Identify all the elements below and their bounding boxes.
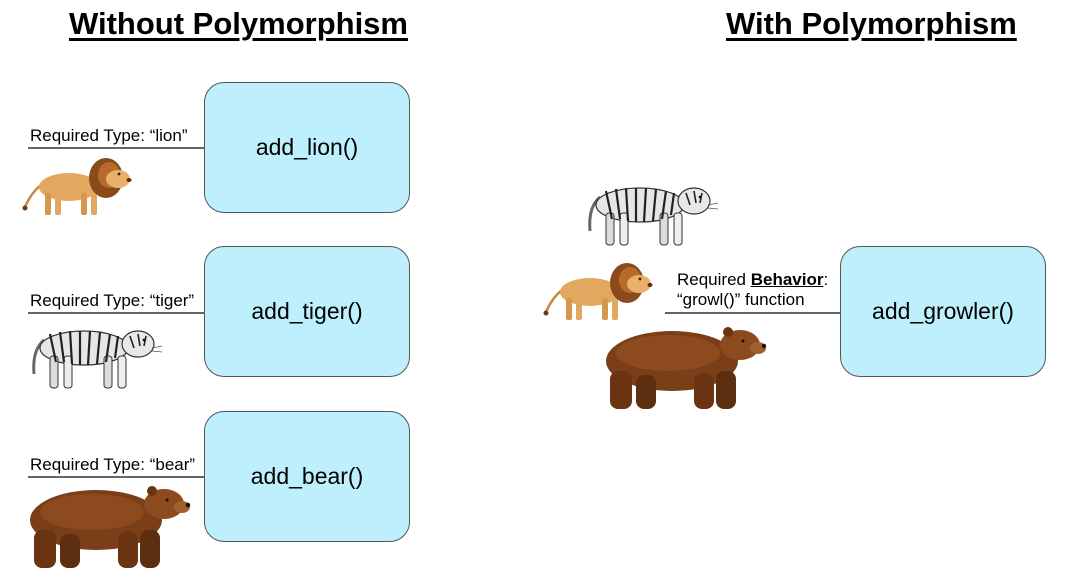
- tiger-icon: [588, 186, 720, 247]
- required-behavior-colon: :: [823, 270, 829, 289]
- tiger-icon: [32, 329, 164, 390]
- add-lion-label: add_lion(): [255, 134, 359, 160]
- tiger-connector-line: [28, 312, 205, 314]
- lion-icon: [542, 261, 654, 322]
- tiger-required-type-label: Required Type: “tiger”: [30, 291, 195, 310]
- bear-icon: [606, 327, 767, 409]
- behavior-keyword: Behavior: [750, 270, 824, 289]
- required-behavior-prefix: Required: [677, 270, 751, 289]
- add-bear-function-box: add_bear(): [204, 411, 410, 542]
- add-lion-function-box: add_lion(): [204, 82, 410, 213]
- bear-icon: [30, 486, 191, 568]
- growler-connector-line: [665, 312, 841, 314]
- lion-required-type-label: Required Type: “lion”: [30, 126, 188, 145]
- required-behavior-label: Required Behavior: “growl()” function: [677, 270, 828, 310]
- with-polymorphism-title: With Polymorphism: [726, 6, 1017, 41]
- lion-icon: [21, 156, 133, 217]
- add-growler-label: add_growler(): [872, 298, 1014, 324]
- bear-required-type-label: Required Type: “bear”: [30, 455, 196, 474]
- add-tiger-label: add_tiger(): [251, 298, 363, 324]
- add-growler-function-box: add_growler(): [840, 246, 1046, 377]
- add-bear-label: add_bear(): [250, 463, 364, 489]
- lion-connector-line: [28, 147, 205, 149]
- growl-function-text: “growl()” function: [677, 290, 805, 309]
- without-polymorphism-title: Without Polymorphism: [69, 6, 408, 41]
- bear-connector-line: [28, 476, 205, 478]
- add-tiger-function-box: add_tiger(): [204, 246, 410, 377]
